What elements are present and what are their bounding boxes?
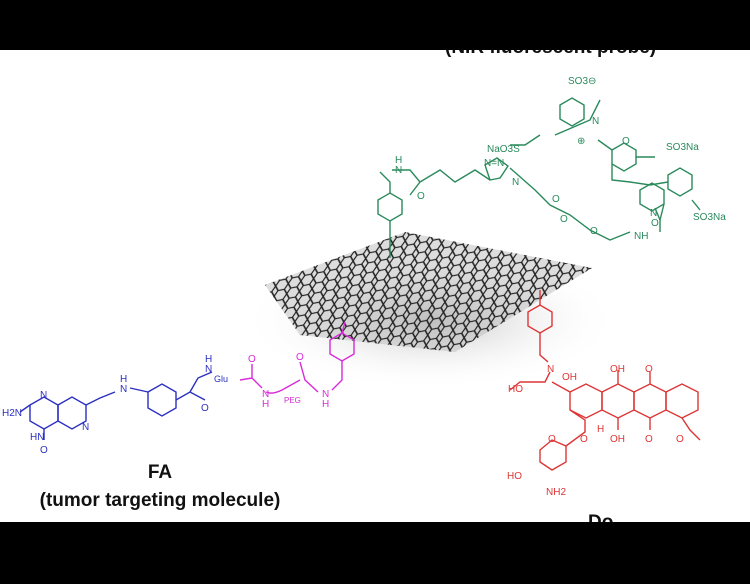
h-label: H: [120, 374, 127, 385]
o-label: O: [645, 434, 653, 445]
fa-caption-name: FA: [147, 462, 173, 483]
o-label: O: [560, 214, 568, 225]
doxorubicin: [509, 290, 701, 471]
n-label: N: [120, 384, 127, 395]
so3na-label: SO3Na: [666, 142, 699, 153]
dox-caption: Do: [588, 512, 613, 522]
peg-linker: [239, 321, 355, 394]
h-label: H: [262, 399, 269, 410]
n-label: N: [205, 364, 212, 375]
o-label: O: [552, 194, 560, 205]
o-label: O: [622, 136, 630, 147]
graphene-sheet: [240, 232, 620, 390]
plus-label: ⊕: [577, 136, 585, 147]
glu-label: Glu: [214, 374, 228, 384]
fa-atom-labels: H2N HN N N O N H N H O Glu: [2, 354, 228, 456]
n-label: N: [512, 177, 519, 188]
oh-label: OH: [610, 434, 625, 445]
graphene-drug-conjugate-diagram: SO3⊖ N ⊕ NaO3S O SO3Na N SO3Na N=N N O O…: [2, 76, 726, 498]
n-label: N: [592, 116, 599, 127]
nir-atom-labels: SO3⊖ N ⊕ NaO3S O SO3Na N SO3Na N=N N O O…: [395, 76, 726, 242]
o-label: O: [248, 354, 256, 365]
n-label: N: [322, 389, 329, 400]
folic-acid: [19, 371, 213, 440]
n-label: N: [40, 390, 47, 401]
ho-label: HO: [508, 384, 523, 395]
n-label: N: [650, 208, 657, 219]
o-label: O: [645, 364, 653, 375]
o-label: O: [548, 434, 556, 445]
oh-label: OH: [610, 364, 625, 375]
nh2-label: NH2: [546, 487, 566, 498]
peg-label: PEG: [284, 396, 301, 405]
dox-atom-labels: N HO OH OH O OH O H O O O HO NH2: [507, 364, 684, 498]
triazole-label: N=N: [484, 158, 504, 169]
nh-label: NH: [634, 231, 648, 242]
o-label: O: [651, 218, 659, 229]
o-label: O: [201, 403, 209, 414]
o-label: O: [417, 191, 425, 202]
oh-label: OH: [562, 372, 577, 383]
o-label: O: [296, 352, 304, 363]
peg-atom-labels: O N H PEG O N H: [248, 352, 329, 410]
so3-minus-label: SO3⊖: [568, 76, 596, 87]
hn-label: HN: [30, 432, 44, 443]
o-label: O: [676, 434, 684, 445]
h2n-label: H2N: [2, 408, 22, 419]
naso3s-label: NaO3S: [487, 144, 520, 155]
n-label: N: [547, 364, 554, 375]
h-label: H: [322, 399, 329, 410]
h-label: H: [597, 424, 604, 435]
n-label: N: [82, 422, 89, 433]
h-label: H: [205, 354, 212, 365]
fa-caption-desc: (tumor targeting molecule): [39, 490, 281, 511]
diagram-canvas: SO3⊖ N ⊕ NaO3S O SO3Na N SO3Na N=N N O O…: [0, 50, 750, 522]
h-label: H: [395, 155, 402, 166]
o-label: O: [580, 434, 588, 445]
so3na-label: SO3Na: [693, 212, 726, 223]
n-label: N: [395, 165, 402, 176]
nir-probe-caption: (NIR fluorescent probe): [445, 50, 656, 59]
o-label: O: [40, 445, 48, 456]
o-label: O: [590, 226, 598, 237]
ho-label: HO: [507, 471, 522, 482]
n-label: N: [262, 389, 269, 400]
nir-fluorescent-probe: [377, 97, 701, 258]
